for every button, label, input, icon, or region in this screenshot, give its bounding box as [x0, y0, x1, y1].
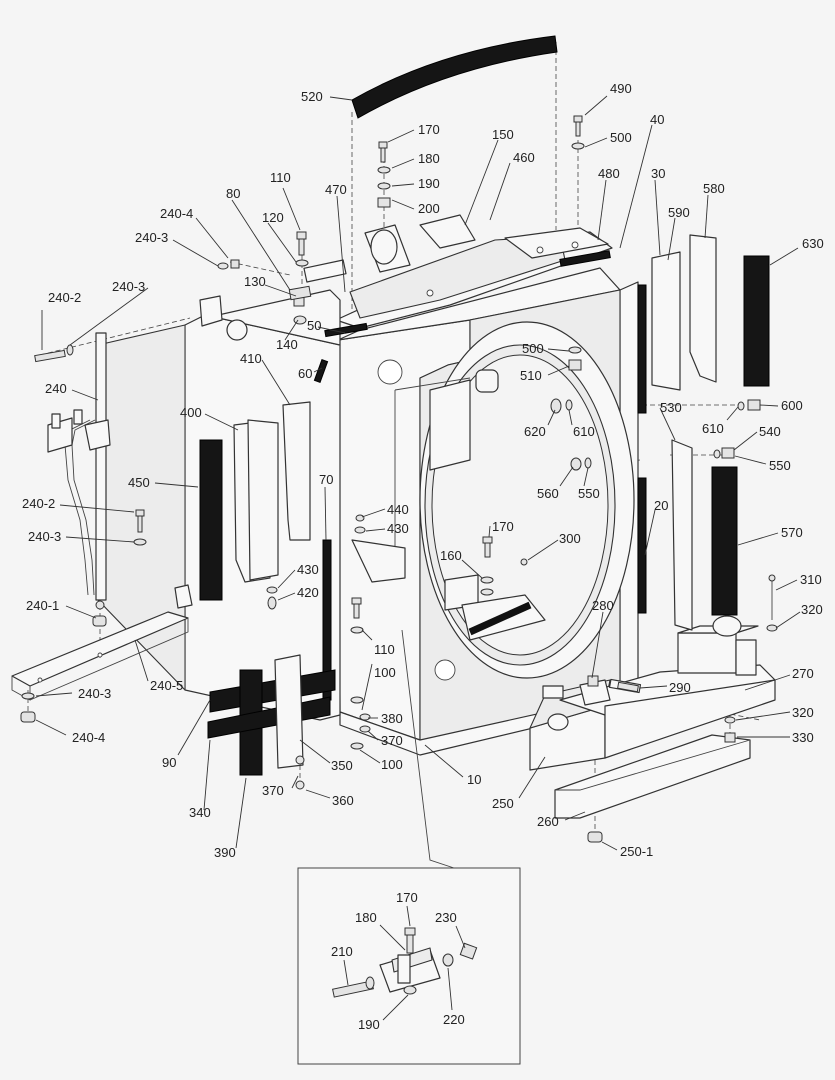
callout-200: 200	[418, 201, 440, 216]
callout-50: 50	[307, 318, 321, 333]
callout-170: 170	[418, 122, 440, 137]
callout-160: 160	[440, 548, 462, 563]
callout-350: 350	[331, 758, 353, 773]
callout-150: 150	[492, 127, 514, 142]
callout-240-3-d: 240-3	[78, 686, 111, 701]
callout-320-b: 320	[792, 705, 814, 720]
callout-240-1: 240-1	[26, 598, 59, 613]
callout-500: 500	[610, 130, 632, 145]
detail-callout-230: 230	[435, 910, 457, 925]
callout-240-3-a: 240-3	[135, 230, 168, 245]
callout-30: 30	[651, 166, 665, 181]
callout-540: 540	[759, 424, 781, 439]
callout-610-b: 610	[573, 424, 595, 439]
callout-110-b: 110	[374, 642, 395, 657]
callout-330: 330	[792, 730, 814, 745]
callout-80: 80	[226, 186, 240, 201]
detail-callout-220: 220	[443, 1012, 465, 1027]
callout-240-3-b: 240-3	[112, 279, 145, 294]
callout-400: 400	[180, 405, 202, 420]
callout-590: 590	[668, 205, 690, 220]
callout-270: 270	[792, 666, 814, 681]
callout-300: 300	[559, 531, 581, 546]
callout-190: 190	[418, 176, 440, 191]
callout-420: 420	[297, 585, 319, 600]
callout-170-b: 170	[492, 519, 514, 534]
side-seals	[199, 234, 770, 701]
detail-callout-210: 210	[331, 944, 353, 959]
callout-labels: 520 490 170 500 40 150 180 460 190 480 3…	[22, 81, 824, 1032]
callout-570: 570	[781, 525, 803, 540]
callout-140: 140	[276, 337, 298, 352]
detail-callout-170: 170	[396, 890, 418, 905]
callout-70: 70	[319, 472, 333, 487]
callout-60: 60	[298, 366, 312, 381]
callout-550-b: 550	[578, 486, 600, 501]
callout-390: 390	[214, 845, 236, 860]
callout-450: 450	[128, 475, 150, 490]
callout-620: 620	[524, 424, 546, 439]
callout-90: 90	[162, 755, 176, 770]
callout-550-a: 550	[769, 458, 791, 473]
coolant-tubes	[47, 332, 111, 610]
callout-280: 280	[592, 598, 614, 613]
detail-callout-190: 190	[358, 1017, 380, 1032]
callout-240-2-top: 240-2	[48, 290, 81, 305]
callout-240-3-c: 240-3	[28, 529, 61, 544]
callout-440: 440	[387, 502, 409, 517]
callout-10: 10	[467, 772, 481, 787]
callout-320-a: 320	[801, 602, 823, 617]
callout-470: 470	[325, 182, 347, 197]
callout-180: 180	[418, 151, 440, 166]
top-tank-assembly	[303, 214, 613, 329]
callout-100-b: 100	[381, 757, 403, 772]
callout-460: 460	[513, 150, 535, 165]
callout-510: 510	[520, 368, 542, 383]
callout-370-b: 370	[262, 783, 284, 798]
leader-lines	[35, 95, 801, 1021]
callout-580: 580	[703, 181, 725, 196]
callout-240-4-bottom: 240-4	[72, 730, 105, 745]
callout-370-a: 370	[381, 733, 403, 748]
callout-100-a: 100	[374, 665, 396, 680]
callout-250-1: 250-1	[620, 844, 653, 859]
callout-630: 630	[802, 236, 824, 251]
callout-600: 600	[781, 398, 803, 413]
callout-310: 310	[800, 572, 822, 587]
callout-480: 480	[598, 166, 620, 181]
callout-490: 490	[610, 81, 632, 96]
callout-130: 130	[244, 274, 266, 289]
callout-560: 560	[537, 486, 559, 501]
callout-110: 110	[270, 170, 291, 185]
callout-430-a: 430	[387, 521, 409, 536]
callout-240: 240	[45, 381, 67, 396]
callout-120: 120	[262, 210, 284, 225]
callout-380: 380	[381, 711, 403, 726]
detail-inset	[297, 629, 521, 1065]
callout-40: 40	[650, 112, 664, 127]
callout-240-5: 240-5	[150, 678, 183, 693]
bottom-left-seals	[207, 654, 336, 790]
callout-530: 530	[660, 400, 682, 415]
top-curved-seal	[351, 35, 558, 119]
callout-410: 410	[240, 351, 262, 366]
callout-240-4-top: 240-4	[160, 206, 193, 221]
callout-520: 520	[301, 89, 323, 104]
callout-290: 290	[669, 680, 691, 695]
bottom-rail	[11, 611, 189, 701]
fan-shroud-assembly	[223, 267, 651, 756]
callout-360: 360	[332, 793, 354, 808]
callout-20: 20	[654, 498, 668, 513]
callout-430-b: 430	[297, 562, 319, 577]
callout-500-b: 500	[522, 341, 544, 356]
callout-260: 260	[537, 814, 559, 829]
callout-250: 250	[492, 796, 514, 811]
bottom-tank-assembly	[529, 615, 776, 819]
callout-340: 340	[189, 805, 211, 820]
callout-240-2-mid: 240-2	[22, 496, 55, 511]
detail-callout-180: 180	[355, 910, 377, 925]
callout-610-a: 610	[702, 421, 724, 436]
